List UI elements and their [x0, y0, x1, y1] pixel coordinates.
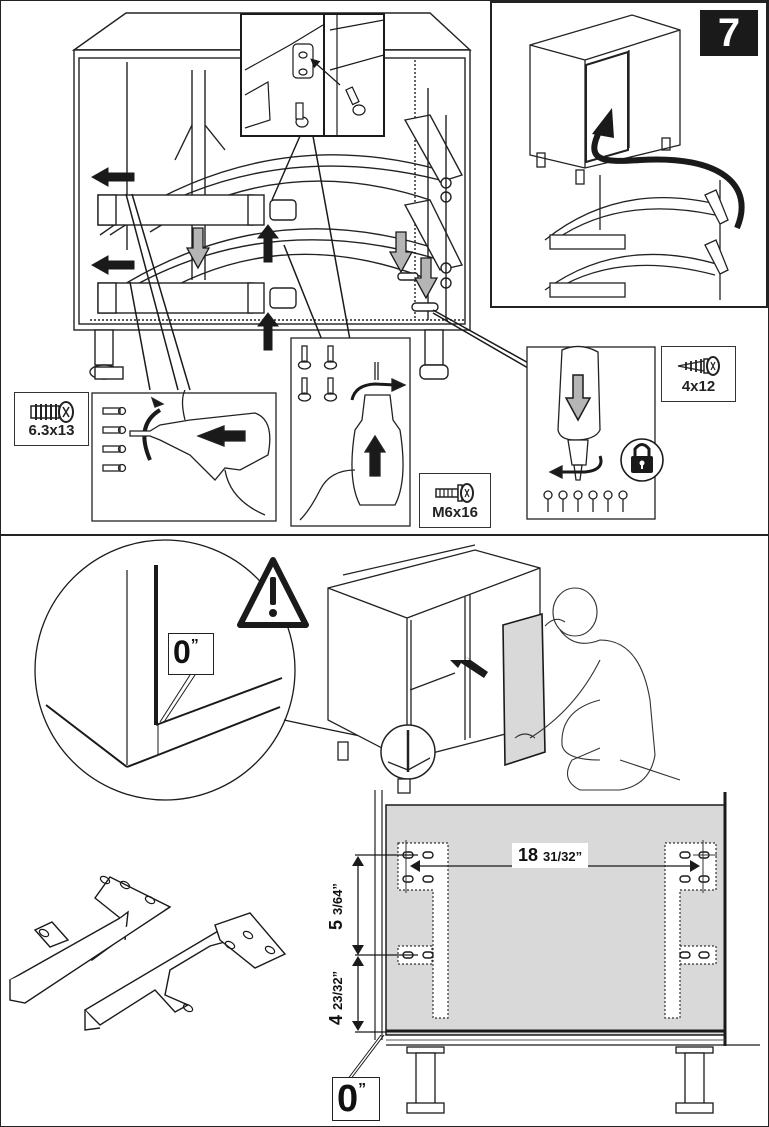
drill-callout-left [91, 389, 277, 522]
rotate-arrow [181, 389, 186, 421]
hardware-label: 4x12 [681, 378, 716, 395]
arrow-left-upper [90, 167, 135, 187]
warning-triangle-icon [237, 557, 309, 628]
wood-screw-icon [677, 356, 720, 376]
push-arrow [450, 656, 488, 678]
dimension-whole: 4 [326, 1014, 346, 1025]
hardware-spec-4x12: 4x12 [661, 346, 736, 402]
hardware-label: M6x16 [432, 504, 478, 521]
padlock-icon [620, 438, 664, 482]
machine-screw-icon [435, 483, 474, 503]
arrow-down-right-1 [388, 231, 414, 274]
gray-down-arrows [185, 227, 439, 300]
arrow-up-lower [256, 312, 280, 351]
gap-zero-label-bottom: 0” [332, 1077, 380, 1121]
hardware-spec-6-3x13: 6.3x13 [14, 392, 89, 446]
dimension-fraction: 23/32” [330, 970, 345, 1010]
dimension-fraction: 3/64” [330, 883, 345, 915]
screw-stack-left [102, 406, 127, 473]
side-panel-measurement [346, 790, 760, 1114]
arrow-down-center [185, 227, 211, 270]
gap-unit: ” [190, 637, 199, 654]
hardware-label: 6.3x13 [28, 422, 75, 439]
dimension-fraction: 31/32” [543, 849, 583, 864]
gap-zero-label-detail: 0” [168, 633, 214, 675]
arrow-down-right-2 [413, 257, 439, 300]
gap-value: 0 [337, 1078, 359, 1120]
callout-leaders [125, 135, 533, 391]
dimension-upper-vertical: 5 3/64” [326, 883, 347, 930]
bolt-set [297, 345, 338, 402]
arrow-up-upper [256, 224, 280, 263]
drill-callout-middle [290, 337, 411, 527]
corner-cabinet-drawing [71, 12, 472, 380]
mounting-brackets-drawing [8, 875, 287, 1031]
arrow-left-lower [90, 255, 135, 275]
coarse-screw-icon [29, 401, 74, 423]
curved-arrow-head [592, 108, 614, 138]
overview-panel [490, 1, 768, 308]
drill-callout-right [526, 345, 656, 520]
hardware-spec-m6x16: M6x16 [419, 473, 491, 528]
direction-arrows [90, 167, 280, 351]
dimension-whole: 18 [518, 845, 539, 865]
dimension-horizontal: 18 31/32” [512, 843, 589, 868]
screw-detail-inset [240, 13, 385, 137]
insert-curved-arrow [591, 128, 745, 230]
gap-value: 0 [173, 634, 191, 670]
door-panel [502, 612, 546, 767]
gap-unit: ” [358, 1081, 367, 1098]
step-number-badge: 7 [700, 10, 758, 56]
screw-row [543, 490, 628, 512]
dimension-lower-vertical: 4 23/32” [326, 971, 347, 1025]
installer-person [514, 587, 681, 791]
gap-detail-magnifier [34, 539, 381, 801]
dimension-whole: 5 [326, 919, 346, 930]
cabinet-front-install [327, 544, 541, 794]
